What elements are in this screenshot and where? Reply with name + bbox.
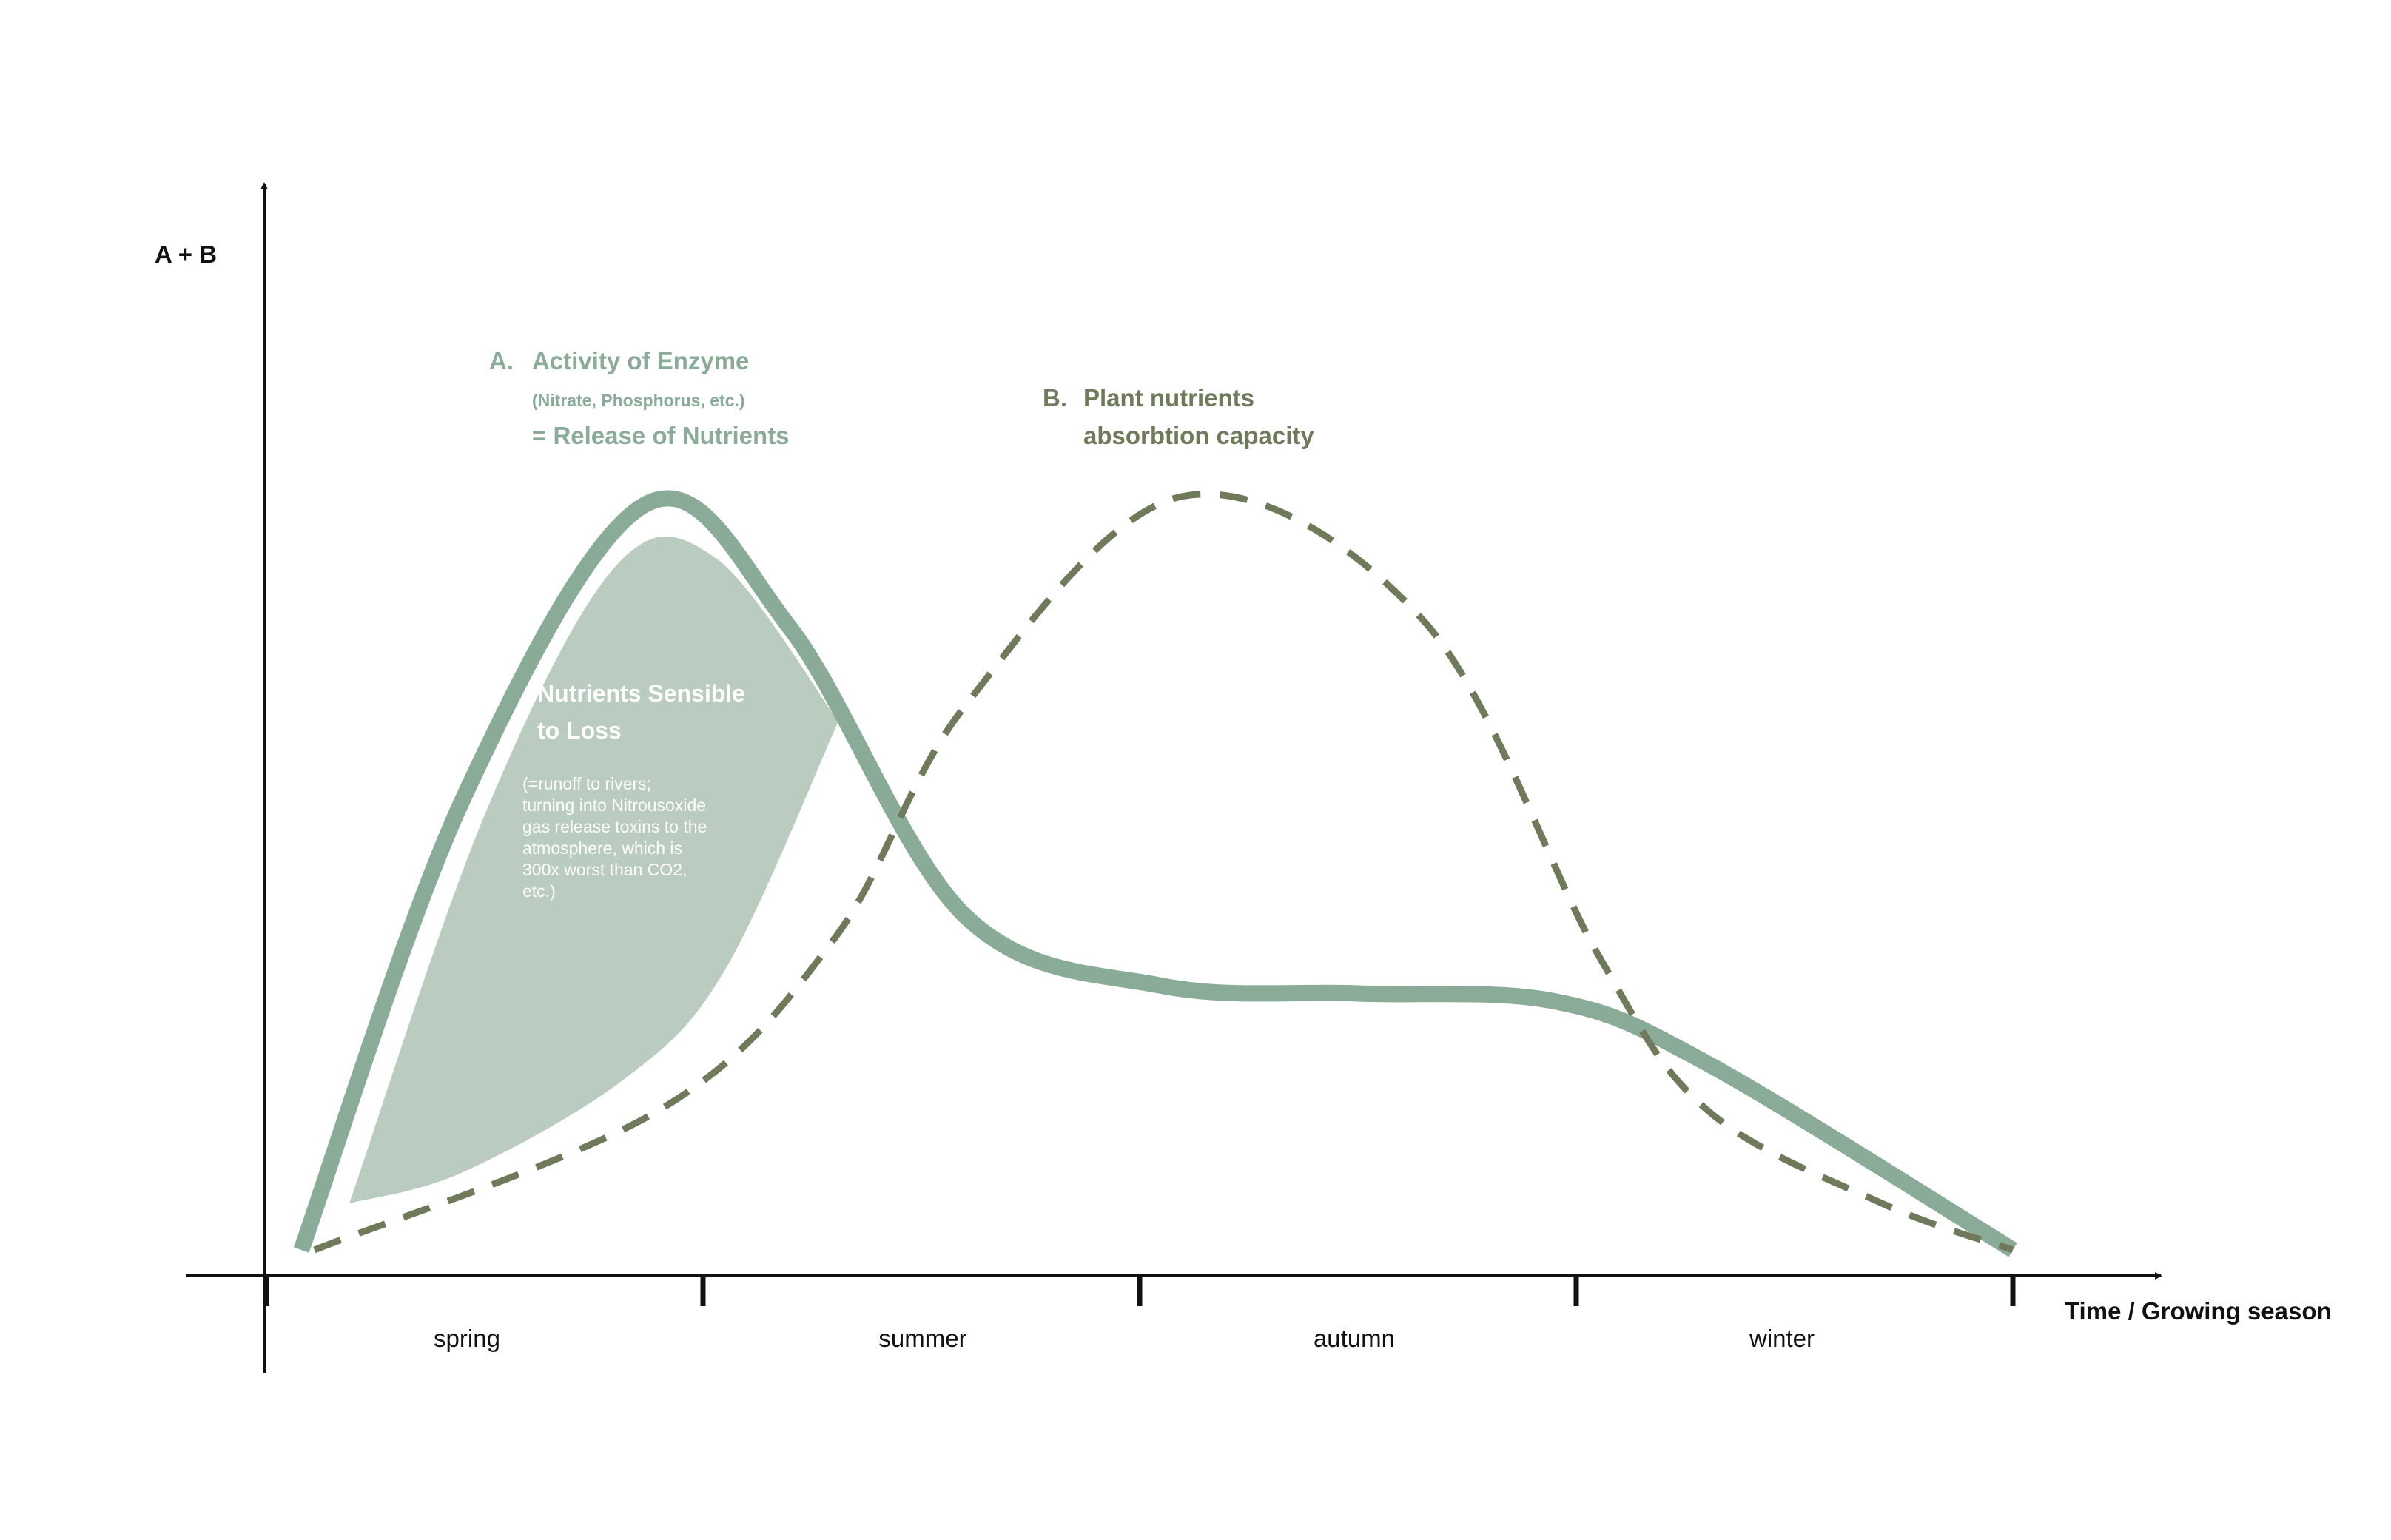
loss-body-line4: atmosphere, which is	[522, 838, 682, 858]
series-b-name: Plant nutrients	[1083, 384, 1254, 411]
series-a-marker: A.	[489, 347, 514, 374]
loss-title-line1: Nutrients Sensible	[537, 680, 745, 707]
x-ticks	[263, 1274, 2016, 1306]
tick-label-spring: spring	[434, 1325, 500, 1352]
loss-body-line1: (=runoff to rivers;	[522, 774, 651, 793]
y-axis-label: A + B	[155, 241, 217, 268]
loss-title-line2: to Loss	[537, 717, 622, 744]
x-axis-label: Time / Growing season	[2065, 1297, 2332, 1325]
loss-region	[349, 536, 838, 1203]
series-b-marker: B.	[1043, 384, 1067, 411]
tick-label-autumn: autumn	[1314, 1325, 1395, 1352]
series-a-line	[293, 490, 2017, 1257]
tick-label-summer: summer	[878, 1325, 966, 1352]
series-b-line	[313, 491, 2014, 1254]
series-a-name: Activity of Enzyme	[532, 347, 749, 374]
series-a-subtitle: (Nitrate, Phosphorus, etc.)	[532, 391, 745, 410]
loss-body-line6: etc.)	[522, 881, 556, 901]
loss-body-line2: turning into Nitrousoxide	[522, 796, 706, 815]
loss-body-line3: gas release toxins to the	[522, 817, 707, 836]
loss-body-line5: 300x worst than CO2,	[522, 860, 687, 879]
tick-label-winter: winter	[1749, 1325, 1815, 1352]
series-b-name-line2: absorbtion capacity	[1083, 422, 1314, 449]
series-a-name-line2: = Release of Nutrients	[532, 422, 790, 449]
